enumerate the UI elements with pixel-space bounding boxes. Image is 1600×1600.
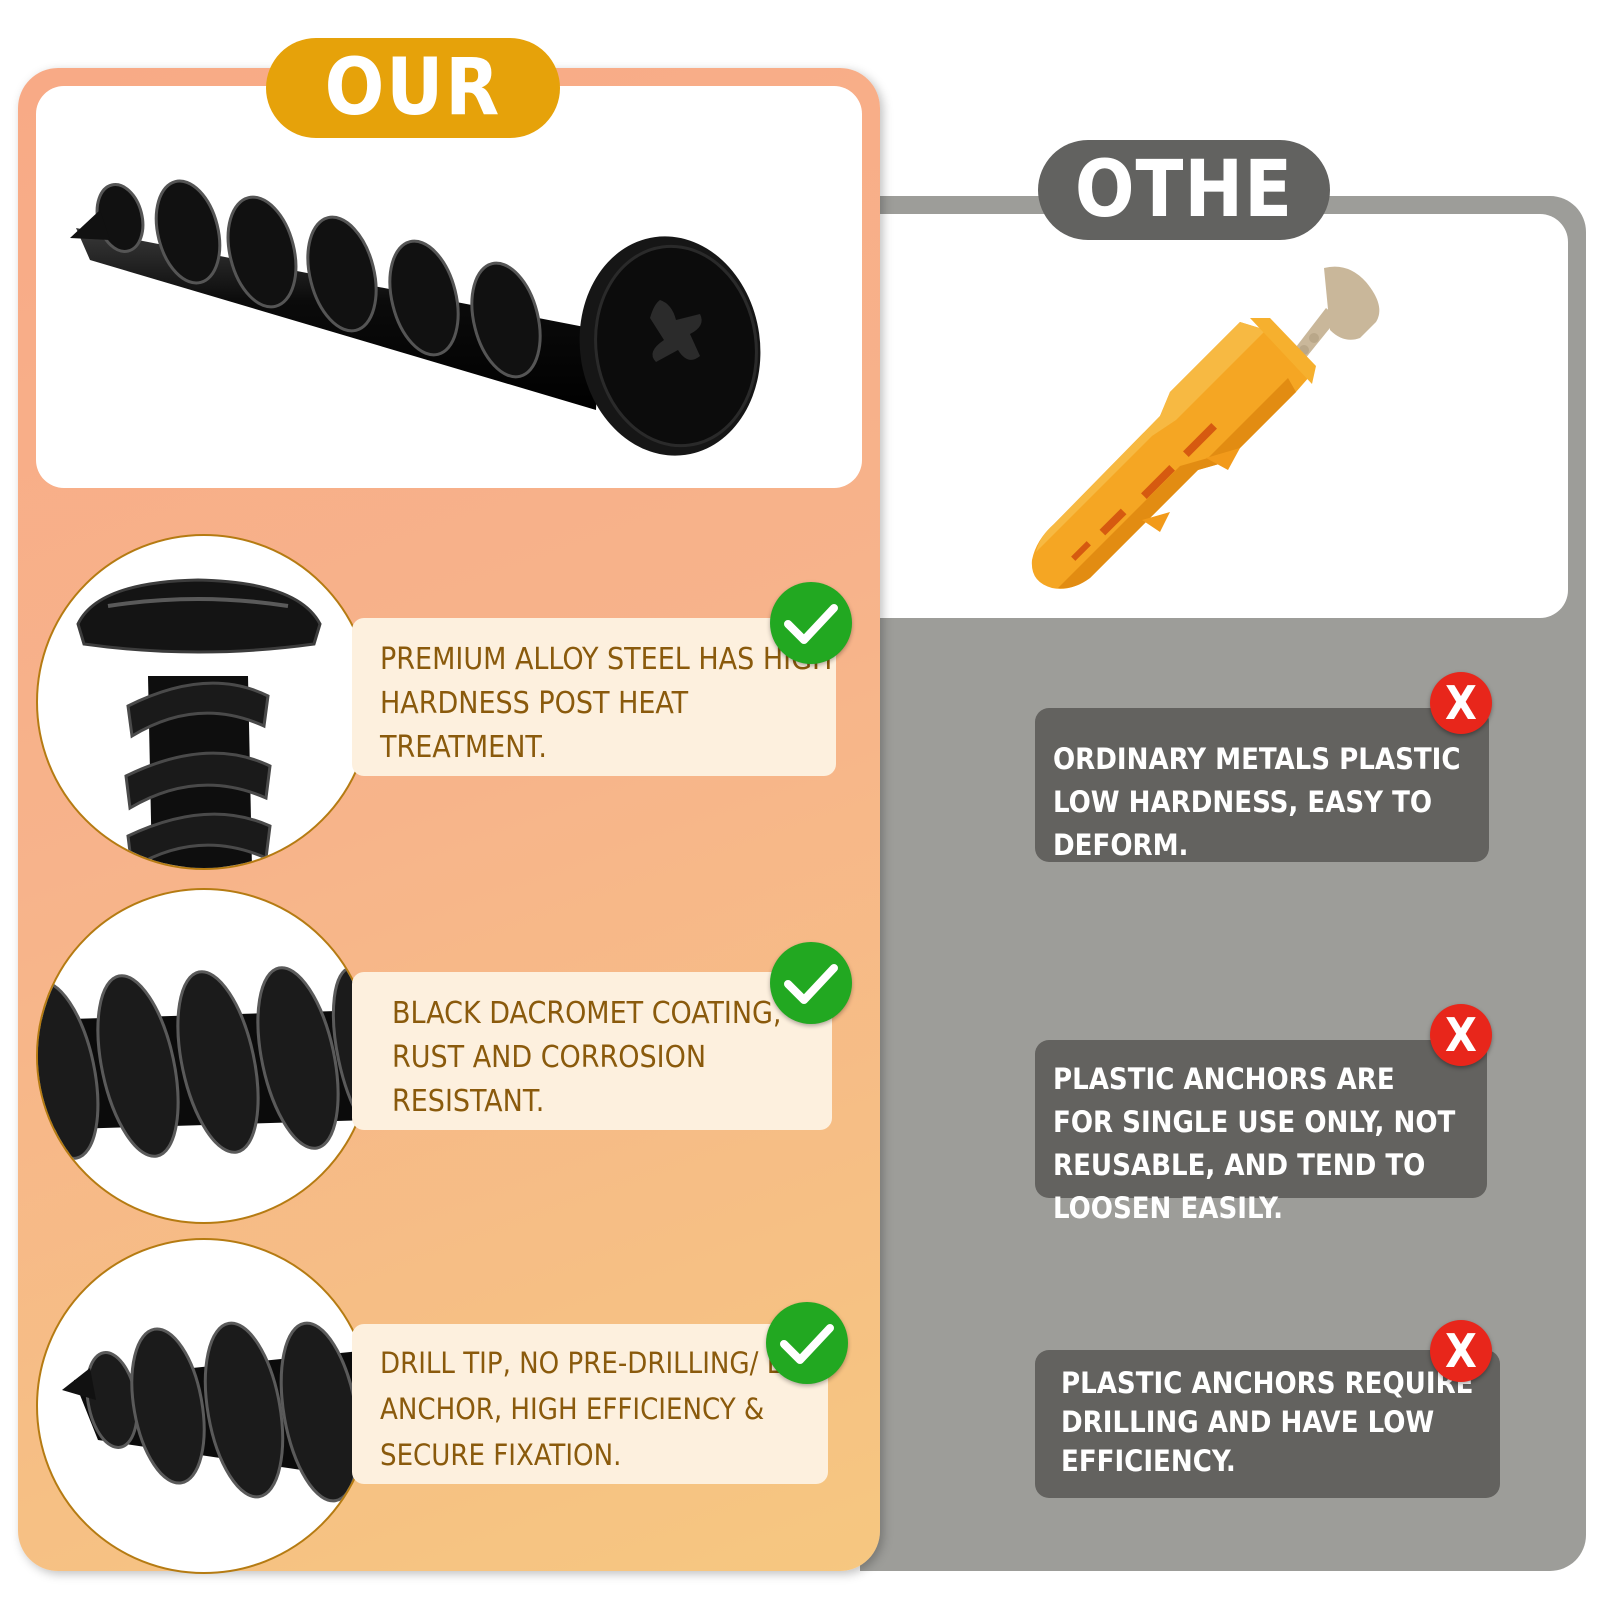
check-icon xyxy=(766,1302,848,1384)
our-badge: OUR xyxy=(266,38,560,138)
plastic-anchor-image xyxy=(1031,266,1380,589)
x-icon: X xyxy=(1430,1004,1492,1066)
other-feature-3: PLASTIC ANCHORS REQUIRE DRILLING AND HAV… xyxy=(1035,1350,1500,1498)
check-icon xyxy=(770,942,852,1024)
our-product-image-card xyxy=(36,86,862,488)
our-feature-1: PREMIUM ALLOY STEEL HAS HIGH HARDNESS PO… xyxy=(352,618,836,776)
thread-closeup xyxy=(36,888,372,1224)
drill-tip-closeup xyxy=(36,1238,372,1574)
our-feature-2: BLACK DACROMET COATING, RUST AND CORROSI… xyxy=(352,972,832,1130)
black-screw-image xyxy=(70,179,761,456)
drill-tip-closeup-image xyxy=(62,1321,370,1503)
other-badge: OTHE xyxy=(1038,140,1330,240)
our-feature-3: DRILL TIP, NO PRE-DRILLING/ EXP ANCHOR, … xyxy=(352,1324,828,1484)
screw-head-closeup xyxy=(36,534,372,870)
x-icon: X xyxy=(1430,1320,1492,1382)
thread-closeup-image xyxy=(38,966,370,1160)
screw-head-closeup-image xyxy=(76,578,322,868)
other-product-image-card xyxy=(878,214,1568,618)
other-feature-2: PLASTIC ANCHORS ARE FOR SINGLE USE ONLY,… xyxy=(1035,1040,1487,1225)
check-icon xyxy=(770,582,852,664)
x-icon: X xyxy=(1430,672,1492,734)
other-feature-1: ORDINARY METALS PLASTIC LOW HARDNESS, EA… xyxy=(1035,708,1489,862)
